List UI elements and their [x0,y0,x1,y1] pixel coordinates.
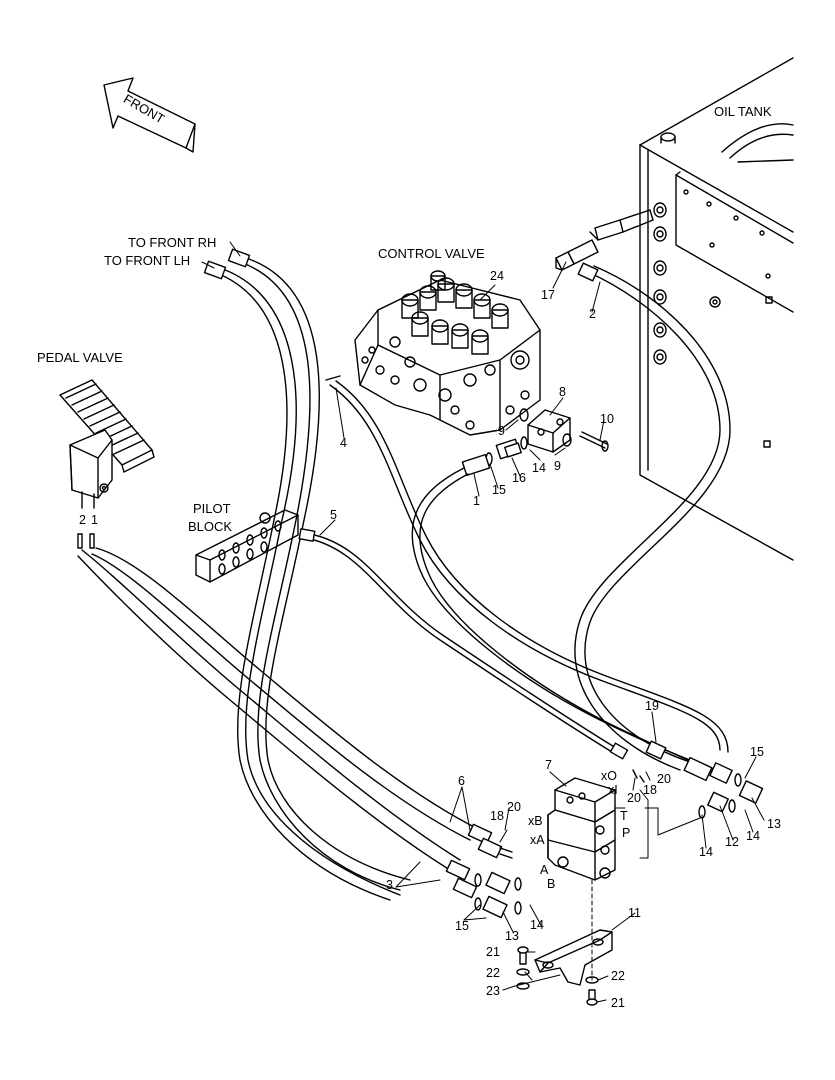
callout-15: 15 [492,483,506,497]
hose-1 [411,467,725,779]
callout-17: 17 [541,288,555,302]
port-label-b: B [547,877,556,891]
callout-3: 3 [386,878,393,892]
travel-valve-7 [547,777,616,881]
callout-18: 18 [643,783,657,797]
callout-12: 12 [725,835,739,849]
port-label-xb: xB [528,814,543,828]
to-front-rh-label: TO FRONT RH [128,235,217,250]
callout-2: 2 [79,513,86,527]
callout-14: 14 [530,918,544,932]
callout-22: 22 [611,969,625,983]
control-valve-body [354,270,541,436]
oil-tank-label: OIL TANK [714,104,772,119]
callout-1: 1 [473,494,480,508]
port-label-xo: xO [601,769,617,783]
callout-15: 15 [750,745,764,759]
bracket-11 [534,929,613,986]
callout-6: 6 [458,774,465,788]
port-label-xi: xI [608,783,618,797]
callout-23: 23 [486,984,500,998]
callout-9: 9 [498,424,505,438]
oil-tank [639,57,794,561]
callout-16: 16 [512,471,526,485]
port-label-p: P [622,826,631,840]
callout-24: 24 [490,269,504,283]
callout-20: 20 [507,800,521,814]
callout-5: 5 [330,508,337,522]
callout-14: 14 [699,845,713,859]
pressure-switch-17 [555,209,654,271]
callout-21: 21 [486,945,500,959]
callout-10: 10 [600,412,614,426]
callout-13: 13 [767,817,781,831]
callout-21: 21 [611,996,625,1010]
callout-2: 2 [589,307,596,321]
port-label-xa: xA [530,833,545,847]
front-arrow [103,77,196,153]
bolts [516,946,599,1006]
hose-5 [298,528,629,760]
callout-20: 20 [627,791,641,805]
hoses-to-front [203,248,411,901]
callout-15: 15 [455,919,469,933]
hoses-pedal [77,547,503,899]
fittings-1 [461,436,528,477]
callout-9: 9 [554,459,561,473]
callout-18: 18 [490,809,504,823]
callout-20: 20 [657,772,671,786]
port-label-t: T [620,809,628,823]
callout-4: 4 [340,436,347,450]
pilot-label: PILOT [193,501,231,516]
manifold-block-8 [519,408,609,453]
block-label: BLOCK [188,519,233,534]
callout-11: 11 [628,906,641,920]
hose-2 [574,262,731,771]
fittings-travel [474,740,764,919]
callout-14: 14 [532,461,546,475]
callout-7: 7 [545,758,552,772]
pedal-valve [59,379,155,549]
hose-4 [325,375,729,753]
port-label-a: A [540,863,549,877]
callout-1: 1 [91,513,98,527]
control-valve-label: CONTROL VALVE [378,246,485,261]
callout-19: 19 [645,699,659,713]
leader-lines [201,241,765,1003]
pedal-valve-label: PEDAL VALVE [37,350,123,365]
callout-22: 22 [486,966,500,980]
callout-13: 13 [505,929,519,943]
callout-8: 8 [559,385,566,399]
to-front-lh-label: TO FRONT LH [104,253,191,268]
callout-14: 14 [746,829,760,843]
